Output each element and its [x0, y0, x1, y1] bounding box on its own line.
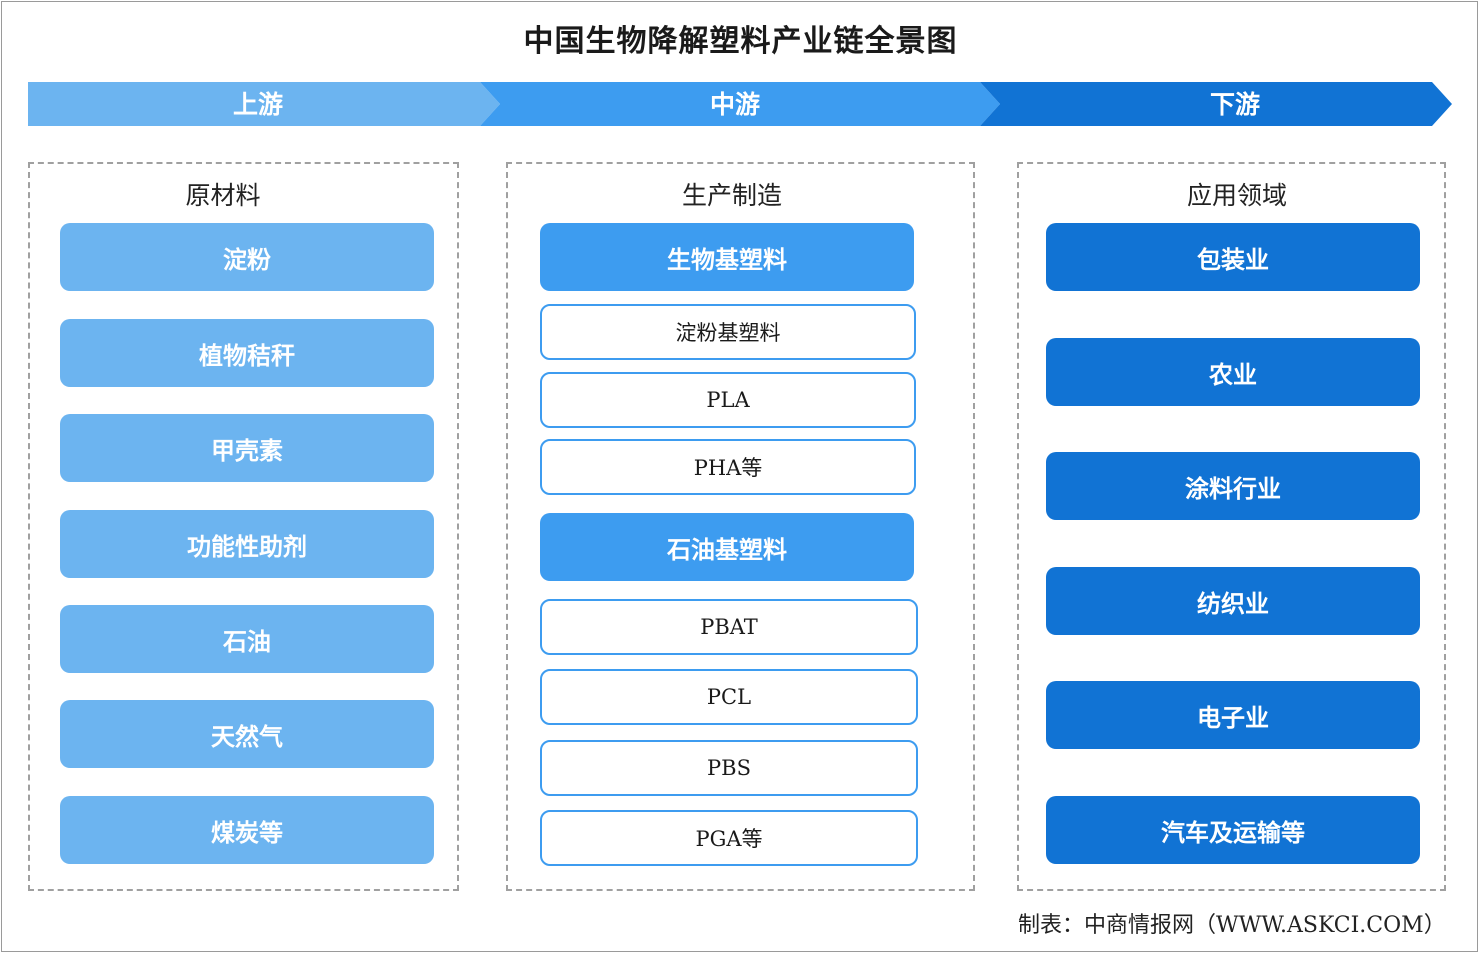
stage-label-downstream: 下游	[1209, 90, 1260, 119]
stage-label-upstream: 上游	[232, 90, 283, 119]
downstream-item: 纺织业	[1046, 567, 1420, 635]
midstream-item: PLA	[540, 372, 916, 428]
downstream-panel	[1017, 162, 1446, 891]
downstream-heading: 应用领域	[1186, 181, 1287, 210]
midstream-group-petroleum-based: 石油基塑料	[540, 513, 914, 581]
midstream-item: PBAT	[540, 599, 918, 655]
upstream-item: 煤炭等	[60, 796, 434, 864]
source-note: 制表：中商情报网（WWW.ASKCI.COM）	[1018, 913, 1446, 938]
midstream-group-bio-based: 生物基塑料	[540, 223, 914, 291]
midstream-item: PGA等	[540, 810, 918, 866]
upstream-item: 石油	[60, 605, 434, 673]
upstream-item: 淀粉	[60, 223, 434, 291]
downstream-item: 涂料行业	[1046, 452, 1420, 520]
midstream-item: 淀粉基塑料	[540, 304, 916, 360]
downstream-item: 包装业	[1046, 223, 1420, 291]
upstream-item: 植物秸秆	[60, 319, 434, 387]
midstream-panel	[506, 162, 975, 891]
upstream-item: 天然气	[60, 700, 434, 768]
downstream-item: 汽车及运输等	[1046, 796, 1420, 864]
upstream-item: 功能性助剂	[60, 510, 434, 578]
upstream-panel	[28, 162, 459, 891]
downstream-item: 电子业	[1046, 681, 1420, 749]
downstream-item: 农业	[1046, 338, 1420, 406]
diagram-title: 中国生物降解塑料产业链全景图	[523, 24, 958, 59]
midstream-item: PHA等	[540, 439, 916, 495]
midstream-heading: 生产制造	[681, 181, 782, 210]
midstream-item: PCL	[540, 669, 918, 725]
upstream-heading: 原材料	[185, 181, 261, 210]
upstream-item: 甲壳素	[60, 414, 434, 482]
stage-label-midstream: 中游	[709, 90, 760, 119]
midstream-item: PBS	[540, 740, 918, 796]
